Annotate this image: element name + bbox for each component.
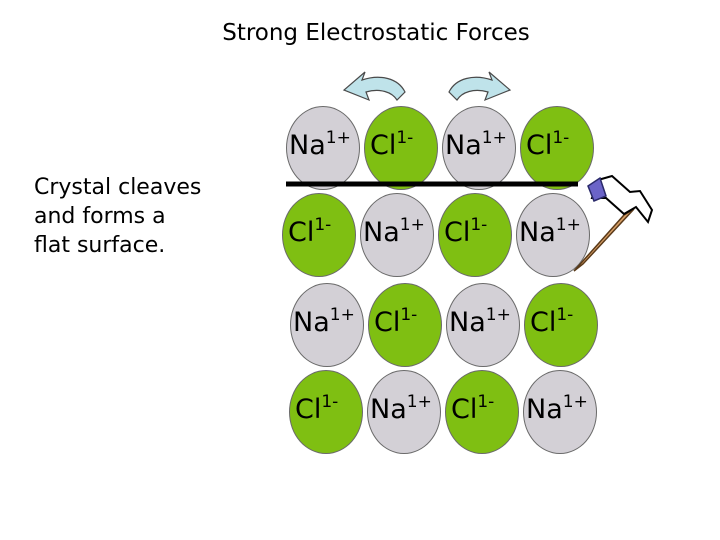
curved-arrow-icon bbox=[344, 72, 405, 100]
curved-arrow-icon bbox=[449, 72, 510, 100]
hammer-icon bbox=[574, 176, 652, 271]
